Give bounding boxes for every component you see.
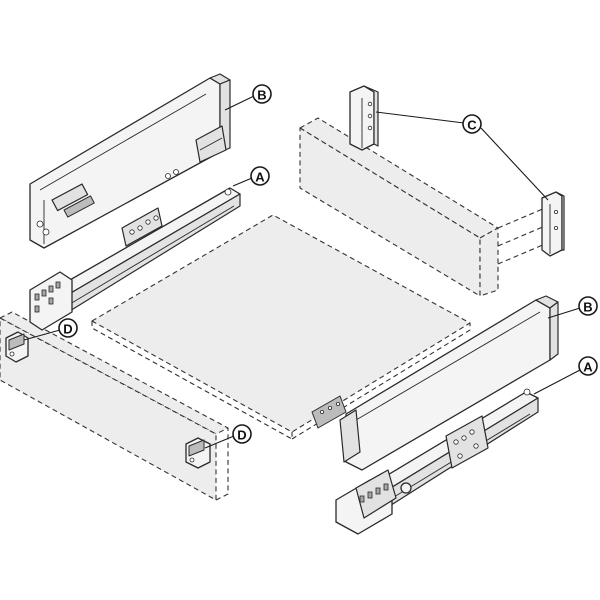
callout-c: C <box>462 114 482 134</box>
back-panel <box>299 117 546 297</box>
runner-back-left <box>29 187 241 331</box>
drawer-side-front-right <box>311 295 559 471</box>
front-fixing-left <box>5 331 29 363</box>
callout-c-label: C <box>467 118 477 133</box>
callout-a-back-label: A <box>255 170 265 185</box>
callout-b-front-label: B <box>583 300 592 315</box>
callout-d-right-label: D <box>237 428 246 443</box>
callout-d-left-label: D <box>63 322 72 337</box>
callout-a-front-label: A <box>583 360 593 375</box>
drawer-bottom-panel <box>91 214 471 440</box>
front-fixing-right <box>185 437 211 469</box>
callout-a-front: A <box>578 356 598 376</box>
callout-d-right: D <box>232 424 252 444</box>
front-panel <box>0 311 229 501</box>
callout-b-front: B <box>578 296 598 316</box>
runner-front-right <box>335 388 539 535</box>
drawer-side-back-left <box>29 73 231 249</box>
rear-bracket-left <box>349 85 379 151</box>
callout-a-back: A <box>250 166 270 186</box>
callout-d-left: D <box>58 318 78 338</box>
leader-lines <box>23 95 581 449</box>
rear-bracket-right <box>541 191 565 257</box>
callout-b-back: B <box>252 84 272 104</box>
callout-b-back-label: B <box>257 88 266 103</box>
